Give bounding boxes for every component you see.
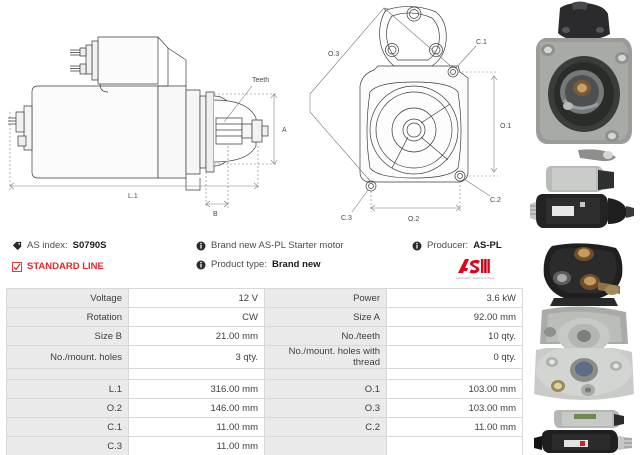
as-index-line: AS index: S0790S — [12, 236, 192, 255]
description-label: Brand new AS-PL Starter motor — [211, 240, 344, 251]
description-line: Brand new AS-PL Starter motor — [196, 236, 406, 255]
spec-key: Power — [264, 288, 387, 308]
dimension-label-teeth: Teeth — [252, 77, 269, 84]
table-row: Size B 21.00 mm No./teeth 10 qty. — [6, 326, 523, 346]
product-info-row: AS index: S0790S STANDARD LINE Brand new… — [0, 236, 528, 286]
spec-value: 316.00 mm — [128, 379, 265, 399]
product-photo-drive-end-housing[interactable] — [528, 348, 640, 455]
standard-line-badge: STANDARD LINE — [12, 257, 192, 276]
dimension-label-o3: O.3 — [328, 51, 339, 58]
spec-key: C.2 — [264, 417, 387, 437]
spec-key: C.1 — [6, 417, 129, 437]
standard-line-label: STANDARD LINE — [27, 261, 104, 272]
spec-value: 21.00 mm — [128, 326, 265, 346]
as-index-label: AS index: — [27, 240, 68, 251]
spec-value: 10 qty. — [386, 326, 523, 346]
dimension-label-l1: L.1 — [128, 193, 138, 200]
specifications-table: Voltage 12 V Power 3.6 kW Rotation CW Si… — [6, 288, 523, 455]
spec-value — [386, 436, 523, 455]
spec-value: 11.00 mm — [128, 436, 265, 455]
product-photo-solenoid-terminals[interactable] — [528, 240, 640, 348]
spec-value: 103.00 mm — [386, 398, 523, 418]
spec-key: No./mount. holes — [6, 345, 129, 369]
spec-value: 0 qty. — [386, 345, 523, 369]
spec-key: O.2 — [6, 398, 129, 418]
technical-drawings: A L.1 B — [0, 0, 528, 232]
info-icon — [412, 241, 422, 251]
product-photo-front-flange[interactable] — [528, 0, 640, 148]
spec-key: O.3 — [264, 398, 387, 418]
table-row: C.1 11.00 mm C.2 11.00 mm — [6, 417, 523, 437]
table-row: Voltage 12 V Power 3.6 kW — [6, 288, 523, 308]
product-photo-gallery — [528, 0, 640, 455]
dimension-label-c2: C.2 — [490, 197, 501, 204]
table-spacer-row — [6, 368, 523, 380]
spacer-cell — [264, 368, 387, 380]
spacer-cell — [6, 368, 129, 380]
spec-key: C.3 — [6, 436, 129, 455]
spec-key: Size A — [264, 307, 387, 327]
table-row: C.3 11.00 mm — [6, 436, 523, 455]
dimension-label-a: A — [282, 127, 287, 134]
table-row: Rotation CW Size A 92.00 mm — [6, 307, 523, 327]
starter-front-view-drawing: O.1 O.2 — [308, 0, 528, 232]
spec-table-body: Voltage 12 V Power 3.6 kW Rotation CW Si… — [6, 288, 523, 455]
producer-line: Producer: AS-PL — [412, 236, 528, 255]
spec-value: 3 qty. — [128, 345, 265, 369]
tag-icon — [12, 241, 22, 251]
dimension-label-o2: O.2 — [408, 216, 419, 223]
spec-key: Rotation — [6, 307, 129, 327]
info-column-producer: Producer: AS-PL Alternators, Starters & … — [412, 236, 528, 284]
product-type-value: Brand new — [271, 259, 321, 270]
spec-value: 12 V — [128, 288, 265, 308]
product-type-line: Product type: Brand new — [196, 255, 406, 274]
table-row: No./mount. holes 3 qty. No./mount. holes… — [6, 345, 523, 369]
starter-side-view-drawing: A L.1 B — [0, 0, 310, 232]
spec-value: CW — [128, 307, 265, 327]
info-icon — [196, 241, 206, 251]
spacer-cell — [128, 368, 265, 380]
checkbox-checked-icon — [12, 261, 22, 272]
table-row: L.1 316.00 mm O.1 103.00 mm — [6, 379, 523, 399]
spec-key: No./mount. holes with thread — [264, 345, 387, 369]
spec-value: 146.00 mm — [128, 398, 265, 418]
spacer-cell — [386, 368, 523, 380]
spec-value: 103.00 mm — [386, 379, 523, 399]
info-column-description: Brand new AS-PL Starter motor Product ty… — [196, 236, 406, 274]
table-row: O.2 146.00 mm O.3 103.00 mm — [6, 398, 523, 418]
producer-label: Producer: — [427, 240, 469, 251]
spec-key: L.1 — [6, 379, 129, 399]
spec-key: Size B — [6, 326, 129, 346]
spec-value: 92.00 mm — [386, 307, 523, 327]
spec-value: 11.00 mm — [128, 417, 265, 437]
info-column-index: AS index: S0790S STANDARD LINE — [12, 236, 192, 276]
dimension-label-c1: C.1 — [476, 39, 487, 46]
dimension-label-c3: C.3 — [341, 215, 352, 222]
dimension-label-o1: O.1 — [500, 123, 511, 130]
product-type-label: Product type: — [211, 259, 267, 270]
logo-tagline: Alternators, Starters & Parts — [456, 276, 495, 280]
as-pl-logo: Alternators, Starters & Parts — [454, 257, 528, 284]
producer-value: AS-PL — [473, 240, 502, 251]
spec-key — [264, 436, 387, 455]
product-photo-side-profile[interactable] — [528, 148, 640, 240]
spec-value: 3.6 kW — [386, 288, 523, 308]
dimension-label-b: B — [213, 211, 218, 218]
spec-key: Voltage — [6, 288, 129, 308]
as-index-value: S0790S — [72, 240, 107, 251]
info-icon — [196, 260, 206, 270]
spec-key: O.1 — [264, 379, 387, 399]
spec-value: 11.00 mm — [386, 417, 523, 437]
spec-key: No./teeth — [264, 326, 387, 346]
